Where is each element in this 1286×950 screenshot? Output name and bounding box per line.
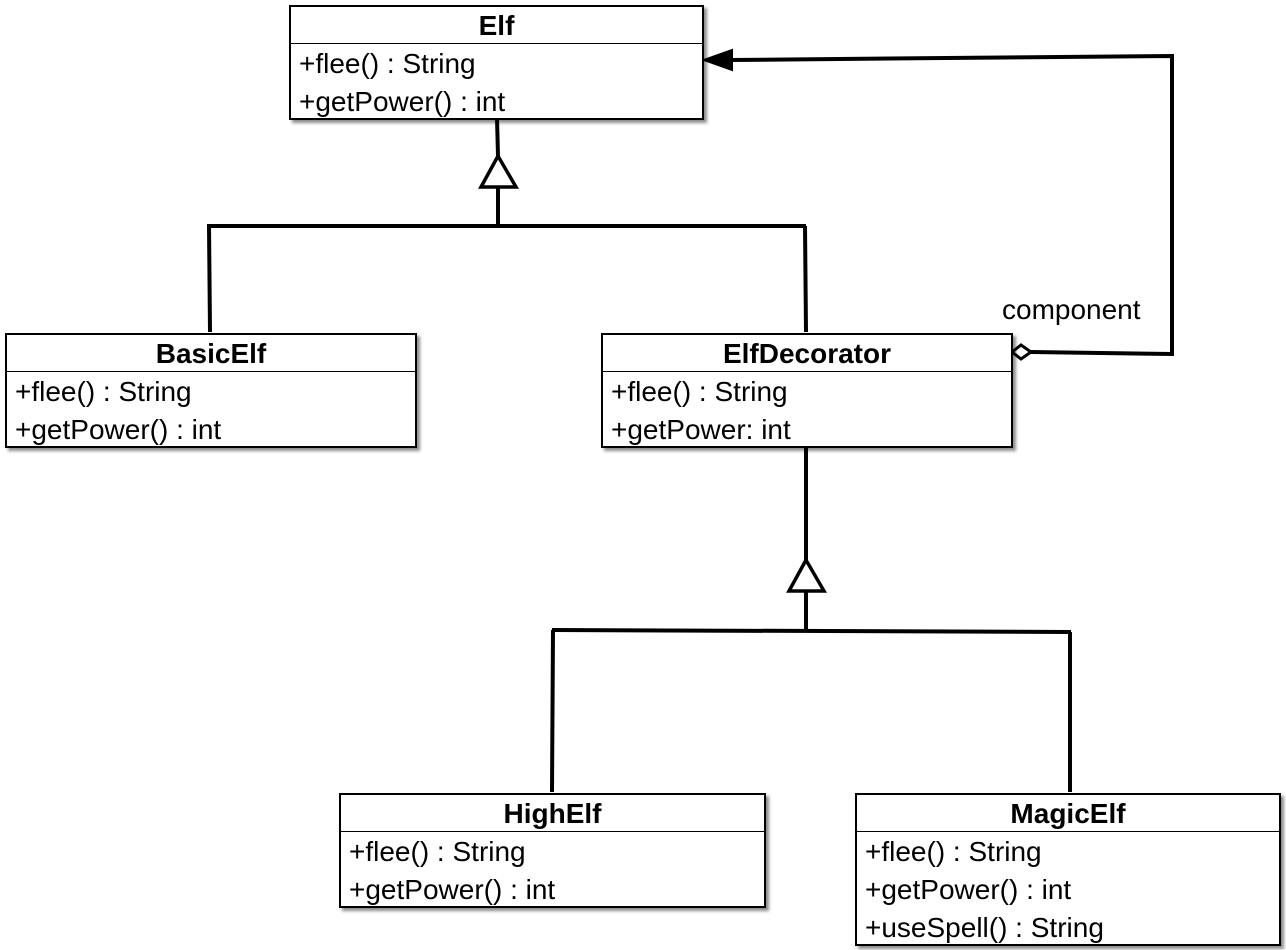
class-name: Elf [291,7,702,44]
generalization-to-elf-decorator [550,447,1072,793]
operation: +flee() : String [611,376,788,407]
class-basic-elf[interactable]: BasicElf +flee() : String +getPower() : … [5,333,417,448]
class-name: ElfDecorator [603,335,1011,372]
operations-compartment: +flee() : String +getPower() : int [341,832,764,909]
association-arrowhead [701,48,733,72]
operations-compartment: +flee() : String +getPower() : int [7,372,415,449]
class-name: BasicElf [7,335,415,372]
generalization-arrowhead-elf-decorator [786,556,828,593]
generalization-to-elf [207,117,808,333]
generalization-arrowhead-elf [478,152,520,189]
class-elf[interactable]: Elf +flee() : String +getPower() : int [289,5,704,120]
class-magic-elf[interactable]: MagicElf +flee() : String +getPower() : … [855,793,1281,946]
operation: +useSpell() : String [865,912,1104,943]
association-role-label: component [1002,294,1141,325]
operation: +flee() : String [15,376,192,407]
operation: +getPower: int [611,414,791,445]
operation: +getPower() : int [15,414,222,445]
aggregation-component [701,48,1174,361]
operation: +getPower() : int [349,874,556,905]
operation: +flee() : String [299,48,476,79]
operation: +flee() : String [349,836,526,867]
aggregation-diamond [1009,343,1034,361]
class-high-elf[interactable]: HighElf +flee() : String +getPower() : i… [339,793,766,908]
class-name: MagicElf [857,795,1279,832]
operations-compartment: +flee() : String +getPower: int [603,372,1011,449]
operation: +getPower() : int [299,86,506,117]
class-name: HighElf [341,795,764,832]
operation: +flee() : String [865,836,1042,867]
operations-compartment: +flee() : String +getPower() : int [291,44,702,121]
operations-compartment: +flee() : String +getPower() : int +useS… [857,832,1279,947]
operation: +getPower() : int [865,874,1072,905]
class-elf-decorator[interactable]: ElfDecorator +flee() : String +getPower:… [601,333,1013,448]
